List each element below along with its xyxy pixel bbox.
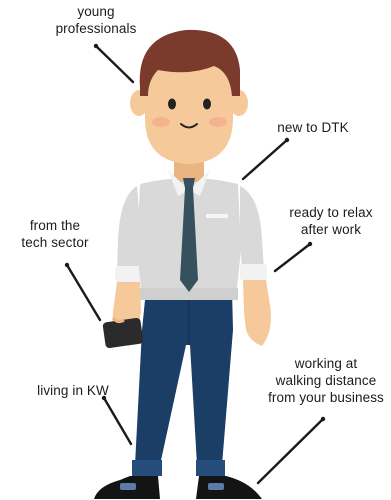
label-living-in-kw: living in KW: [37, 383, 109, 398]
right-arm: [240, 186, 271, 346]
label-from-tech-sector: from the tech sector: [21, 218, 89, 250]
label-walking-distance: working at walking distance from your bu…: [268, 356, 384, 405]
pointer-lines: [65, 44, 325, 485]
left-arm: [102, 186, 144, 349]
pointer-tech-sector: [65, 263, 102, 322]
label-new-to-dtk: new to DTK: [277, 120, 349, 135]
pointer-living-kw: [102, 396, 133, 446]
label-young-professionals: young professionals: [55, 4, 137, 36]
head: [130, 29, 248, 164]
pants: [132, 290, 233, 476]
pointer-ready-to-relax: [273, 242, 312, 273]
tie: [180, 178, 198, 292]
pointer-walking-distance: [256, 417, 325, 485]
shoes: [94, 476, 262, 499]
phone: [102, 317, 144, 349]
right-shoe: [196, 476, 262, 499]
label-ready-to-relax: ready to relax after work: [289, 205, 373, 237]
pointer-young-professionals: [94, 44, 135, 84]
pointer-new-to-dtk: [241, 138, 289, 181]
